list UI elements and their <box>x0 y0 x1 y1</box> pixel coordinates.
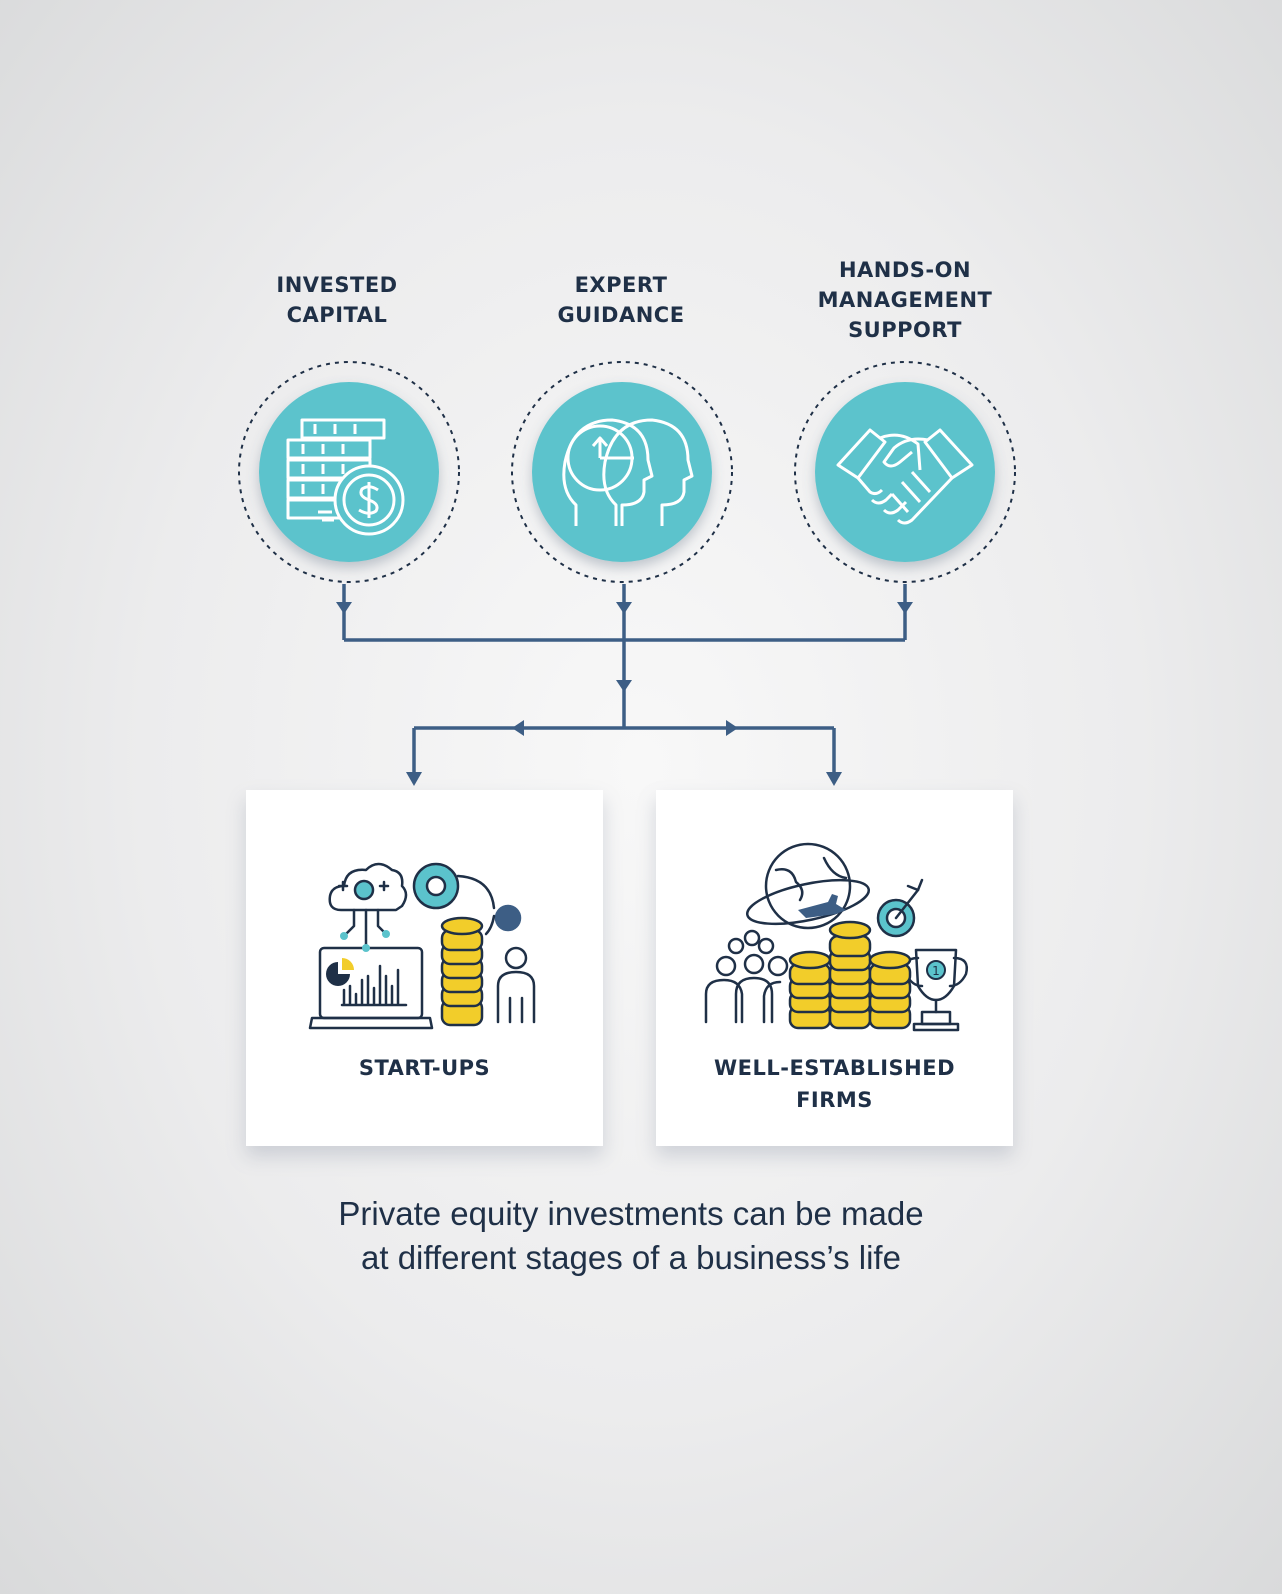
card-start-ups: START-UPS <box>246 790 603 1146</box>
connector-lines <box>342 584 907 780</box>
label-invested-capital: INVESTED CAPITAL <box>276 273 398 327</box>
caption: Private equity investments can be made a… <box>338 1195 924 1276</box>
label-start-ups: START-UPS <box>358 1056 491 1080</box>
startup-tech-icon <box>308 862 536 1030</box>
card-well-established-firms: 1 WELL-ESTABLISHED FIRMS <box>656 790 1013 1146</box>
label-hands-on-management-support: HANDS-ON MANAGEMENT SUPPORT <box>817 258 993 342</box>
svg-text:1: 1 <box>932 964 940 978</box>
heads-clock-icon <box>562 418 694 526</box>
label-expert-guidance: EXPERT GUIDANCE <box>557 273 685 327</box>
label-well-established-firms: WELL-ESTABLISHED FIRMS <box>713 1056 956 1112</box>
circle-hands-on-support <box>794 361 1016 583</box>
established-firm-icon: 1 <box>704 842 968 1032</box>
handshake-icon <box>836 428 974 525</box>
circle-expert-guidance <box>511 361 733 583</box>
coins-dollar-icon <box>286 418 405 536</box>
connector-arrowheads <box>336 602 913 786</box>
